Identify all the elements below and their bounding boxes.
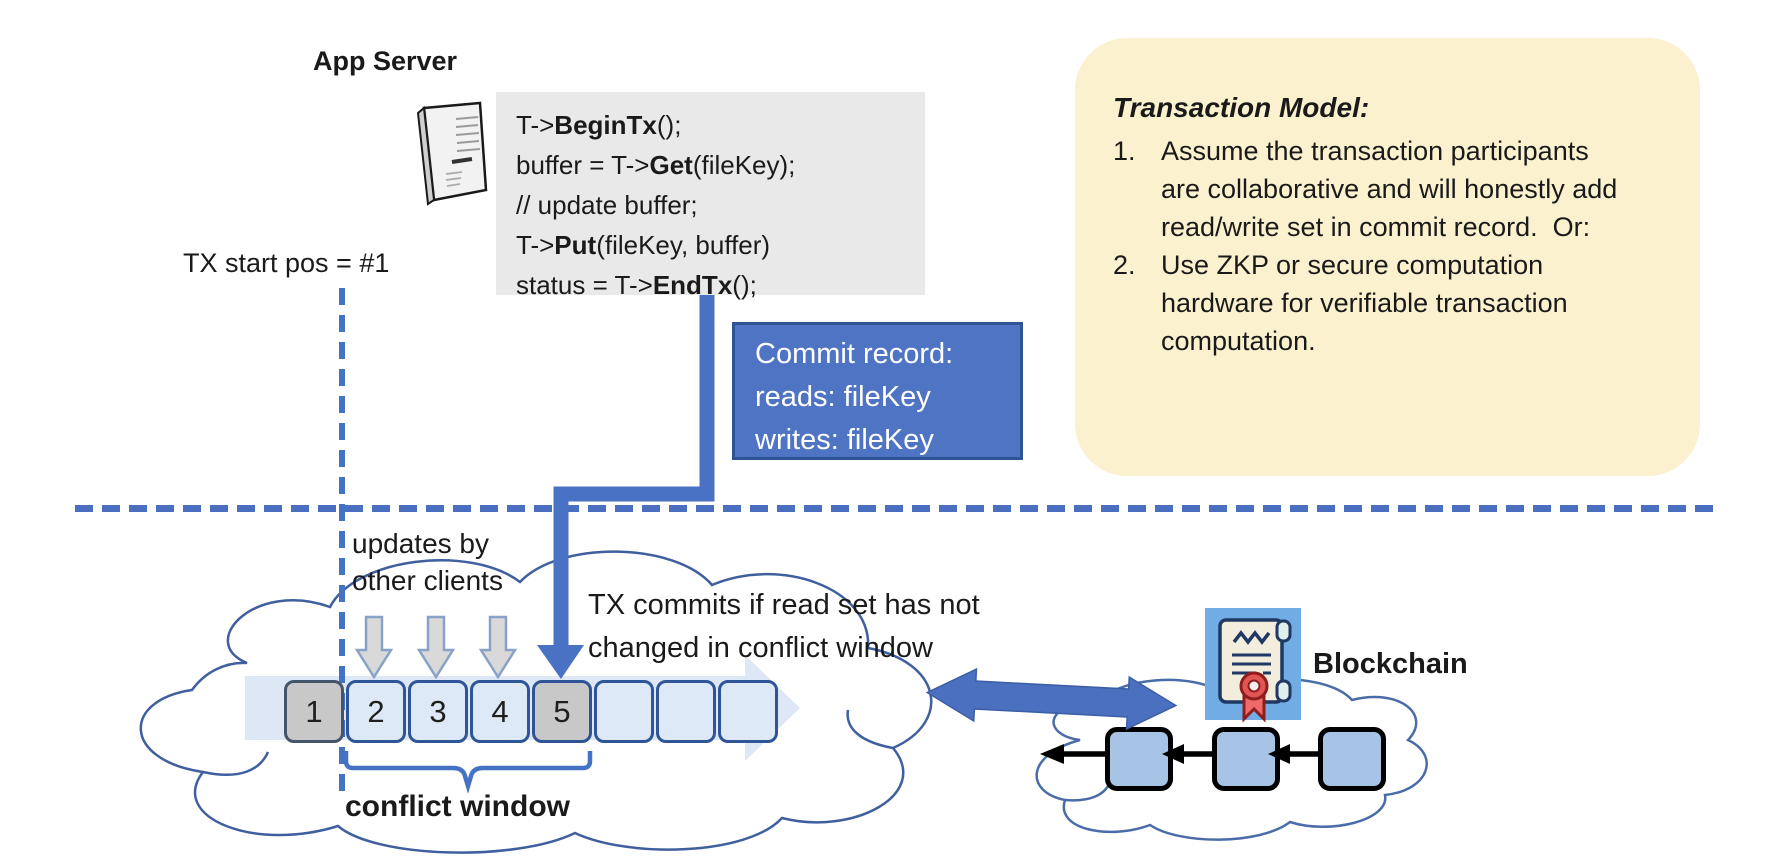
timeline-block (718, 680, 778, 743)
update-arrow (416, 615, 456, 680)
commit-record-line: writes: fileKey (755, 424, 934, 456)
code-line: status = T->EndTx(); (516, 270, 757, 300)
tx-start-pos-label: TX start pos = #1 (183, 248, 390, 278)
timeline-block: 3 (408, 680, 468, 743)
code-box: T->BeginTx(); buffer = T->Get(fileKey); //… (496, 92, 925, 300)
blockchain-label: Blockchain (1313, 648, 1468, 680)
updates-note-line2: other clients (352, 565, 503, 596)
conflict-window-label: conflict window (345, 790, 570, 823)
blockchain-certificate-icon (1205, 608, 1301, 723)
blockchain-cloud-inner-arc (1064, 781, 1112, 802)
timeline-block-number: 5 (553, 693, 571, 729)
commit-condition-line2: changed in conflict window (588, 632, 933, 664)
commit-record-line: Commit record: (755, 338, 954, 370)
code-lines: T->BeginTx(); buffer = T->Get(fileKey); //… (516, 105, 925, 305)
updates-note-line1: updates by (352, 528, 489, 559)
timeline-cloud-inner-arc (202, 751, 270, 777)
timeline-cloud-inner-arc (846, 709, 894, 750)
commit-condition-line1: TX commits if read set has not (588, 589, 980, 621)
timeline-block (594, 680, 654, 743)
code-line: T->BeginTx(); (516, 110, 682, 140)
item-text: Assume the transaction participants are … (1161, 136, 1618, 242)
item-text: Use ZKP or secure computation hardware f… (1161, 250, 1568, 356)
conflict-window-bracket (343, 751, 593, 794)
transaction-model-list: 1. Assume the transaction participants ar… (1113, 132, 1670, 360)
transaction-model-title: Transaction Model: (1113, 92, 1370, 123)
timeline-block: 1 (284, 680, 344, 743)
timeline-block: 2 (346, 680, 406, 743)
item-number: 2. (1113, 250, 1136, 280)
app-server-icon (416, 101, 488, 206)
code-line: // update buffer; (516, 190, 698, 220)
chain-arrow (1040, 744, 1105, 764)
code-line: buffer = T->Get(fileKey); (516, 150, 796, 180)
timeline-block-number: 4 (491, 693, 509, 729)
code-line: T->Put(fileKey, buffer) (516, 230, 771, 260)
chain-block (1318, 727, 1386, 791)
transaction-model-box: Transaction Model: 1. Assume the transact… (1075, 38, 1700, 476)
chain-block (1212, 727, 1280, 791)
timeline-block: 5 (532, 680, 592, 743)
transaction-model-item: 1. Assume the transaction participants ar… (1113, 132, 1670, 246)
transaction-model-item: 2. Use ZKP or secure computation hardware… (1113, 246, 1670, 360)
separator-dashed-line (75, 505, 1717, 512)
update-arrow (354, 615, 394, 680)
timeline-block-number: 2 (367, 693, 385, 729)
commit-record-line: reads: fileKey (755, 381, 931, 413)
timeline-block-number: 3 (429, 693, 447, 729)
app-server-label: App Server (313, 46, 458, 76)
update-arrow (478, 615, 518, 680)
updates-note: updates by other clients (352, 525, 503, 599)
timeline-block-number: 1 (305, 693, 323, 729)
double-arrow (925, 667, 1178, 731)
timeline-block: 4 (470, 680, 530, 743)
commit-condition-note: TX commits if read set has not changed i… (588, 584, 980, 670)
timeline-block (656, 680, 716, 743)
item-number: 1. (1113, 136, 1136, 166)
commit-record-box: Commit record: reads: fileKey writes: fi… (732, 322, 1023, 460)
tx-start-dashed-line (339, 288, 345, 800)
chain-block (1105, 727, 1173, 791)
